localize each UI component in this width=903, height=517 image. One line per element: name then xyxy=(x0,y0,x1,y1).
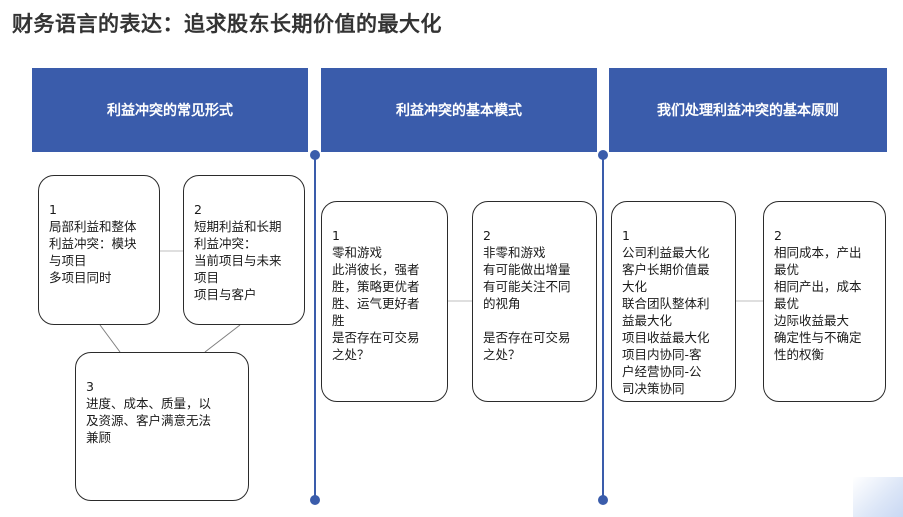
box-text: 进度、成本、质量，以 及资源、客户满意无法 兼顾 xyxy=(86,396,212,445)
basic-mode-box-1: 1 零和游戏 此消彼长，强者 胜，策略更优者 胜、运气更好者 胜 是否存在可交易… xyxy=(321,201,448,402)
principle-box-1: 1 公司利益最大化 客户长期价值最 大化 联合团队整体利 益最大化 项目收益最大… xyxy=(611,201,736,402)
header-basic-modes: 利益冲突的基本模式 xyxy=(321,68,597,152)
box-number: 2 xyxy=(194,202,202,217)
divider-dot-bottom-left xyxy=(310,495,320,505)
header-basic-principles: 我们处理利益冲突的基本原则 xyxy=(609,68,887,152)
divider-dot-top-right xyxy=(598,150,608,160)
connector-2-3 xyxy=(204,324,241,353)
box-text: 非零和游戏 有可能做出增量 有可能关注不同 的视角 是否存在可交易 之处？ xyxy=(483,245,571,362)
page-title: 财务语言的表达：追求股东长期价值的最大化 xyxy=(12,12,442,36)
box-number: 2 xyxy=(774,228,782,243)
box-number: 2 xyxy=(483,228,491,243)
box-number: 1 xyxy=(622,228,630,243)
divider-line-right xyxy=(602,152,604,499)
common-form-box-1: 1 局部利益和整体 利益冲突：模块 与项目 多项目同时 xyxy=(38,175,160,325)
box-number: 1 xyxy=(332,228,340,243)
header-common-forms: 利益冲突的常见形式 xyxy=(32,68,308,152)
connector-1-3 xyxy=(99,324,121,353)
principle-box-2: 2 相同成本，产出 最优 相同产出，成本 最优 边际收益最大 确定性与不确定 性… xyxy=(763,201,886,402)
box-text: 零和游戏 此消彼长，强者 胜，策略更优者 胜、运气更好者 胜 是否存在可交易 之… xyxy=(332,245,420,362)
box-number: 1 xyxy=(49,202,57,217)
box-number: 3 xyxy=(86,379,94,394)
divider-line-left xyxy=(314,152,316,499)
common-form-box-3: 3 进度、成本、质量，以 及资源、客户满意无法 兼顾 xyxy=(75,352,249,501)
common-form-box-2: 2 短期利益和长期 利益冲突： 当前项目与未来 项目 项目与客户 xyxy=(183,175,305,325)
divider-dot-top-left xyxy=(310,150,320,160)
basic-mode-box-2: 2 非零和游戏 有可能做出增量 有可能关注不同 的视角 是否存在可交易 之处？ xyxy=(472,201,597,402)
decorative-corner xyxy=(853,477,903,517)
box-text: 相同成本，产出 最优 相同产出，成本 最优 边际收益最大 确定性与不确定 性的权… xyxy=(774,245,862,362)
box-text: 短期利益和长期 利益冲突： 当前项目与未来 项目 项目与客户 xyxy=(194,219,282,302)
divider-dot-bottom-right xyxy=(598,495,608,505)
box-text: 公司利益最大化 客户长期价值最 大化 联合团队整体利 益最大化 项目收益最大化 … xyxy=(622,245,710,396)
box-text: 局部利益和整体 利益冲突：模块 与项目 多项目同时 xyxy=(49,219,137,285)
